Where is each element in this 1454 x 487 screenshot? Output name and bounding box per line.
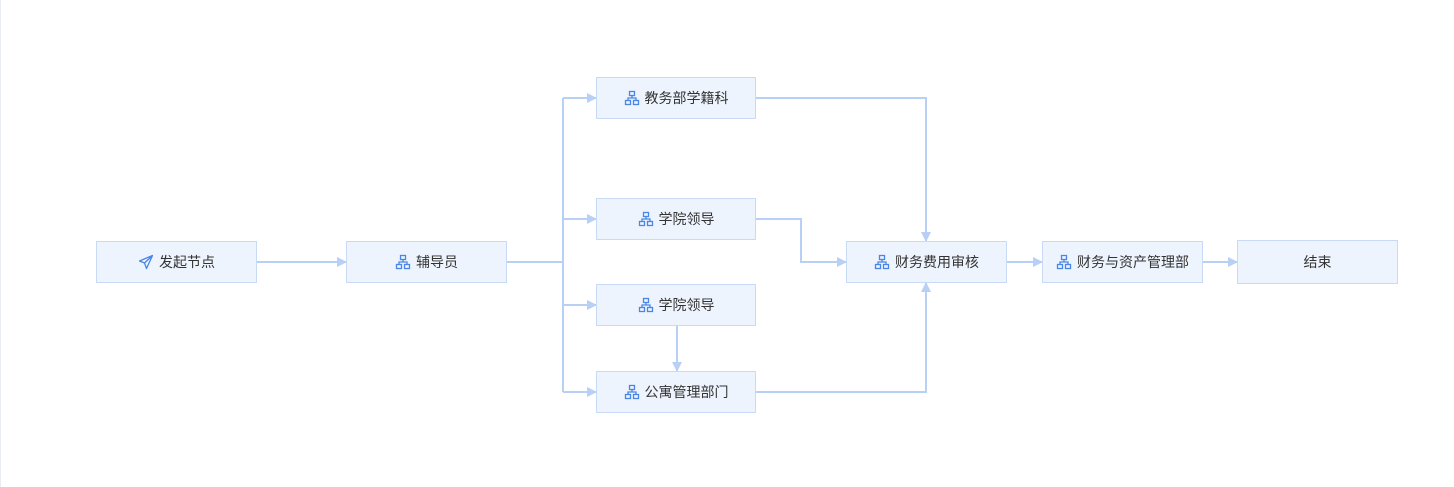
org-chart-icon bbox=[638, 297, 654, 313]
org-chart-icon bbox=[395, 254, 411, 270]
finance-asset-dept-node-label: 财务与资产管理部 bbox=[1077, 255, 1189, 271]
finance-review-node[interactable]: 财务费用审核 bbox=[846, 241, 1007, 283]
org-chart-icon bbox=[624, 90, 640, 106]
college-leader-node-1-label: 学院领导 bbox=[658, 212, 715, 228]
end-node-label: 结束 bbox=[1303, 255, 1332, 271]
end-node[interactable]: 结束 bbox=[1237, 240, 1398, 284]
college-leader-node-2[interactable]: 学院领导 bbox=[596, 284, 756, 326]
edge-registrar-to-finance-review bbox=[756, 97, 931, 242]
org-chart-icon bbox=[638, 211, 654, 227]
counselor-node[interactable]: 辅导员 bbox=[346, 241, 507, 283]
org-chart-icon bbox=[624, 384, 640, 400]
college-leader-node-2-label: 学院领导 bbox=[658, 298, 715, 314]
start-node[interactable]: 发起节点 bbox=[96, 241, 257, 283]
counselor-node-label: 辅导员 bbox=[416, 255, 458, 271]
edge-college1-to-finance-review bbox=[756, 218, 847, 267]
org-chart-icon bbox=[874, 254, 890, 270]
edge-dorm-to-finance-review bbox=[756, 282, 931, 393]
finance-review-node-label: 财务费用审核 bbox=[895, 255, 979, 271]
registrar-node-label: 教务部学籍科 bbox=[644, 91, 729, 107]
finance-asset-dept-node[interactable]: 财务与资产管理部 bbox=[1042, 241, 1203, 283]
start-node-label: 发起节点 bbox=[159, 255, 215, 271]
registrar-node[interactable]: 教务部学籍科 bbox=[596, 77, 756, 119]
dorm-management-node-label: 公寓管理部门 bbox=[644, 385, 729, 401]
dorm-management-node[interactable]: 公寓管理部门 bbox=[596, 371, 756, 413]
org-chart-icon bbox=[1056, 254, 1072, 270]
college-leader-node-1[interactable]: 学院领导 bbox=[596, 198, 756, 240]
send-icon bbox=[138, 254, 154, 270]
